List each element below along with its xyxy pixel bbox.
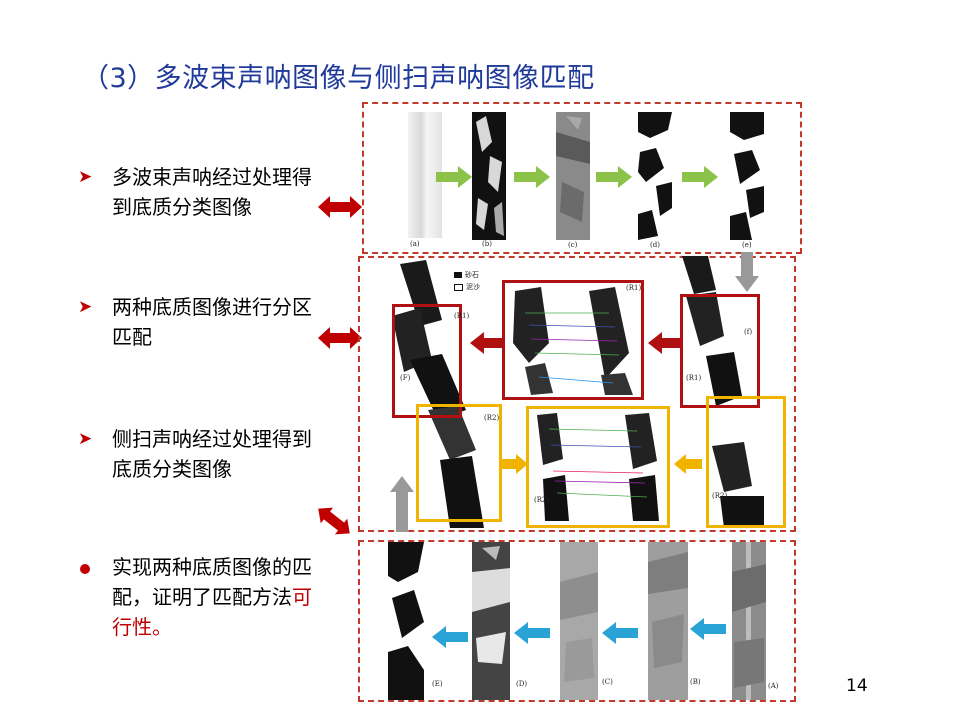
double-arrow-icon bbox=[318, 507, 350, 535]
dot-bullet-icon bbox=[80, 564, 90, 574]
legend-label-silt: 泥沙 bbox=[466, 283, 480, 291]
blue-arrow-icon bbox=[432, 626, 468, 648]
bullet-4-line3: 行性。 bbox=[112, 615, 172, 639]
label-B: (B) bbox=[690, 678, 701, 686]
slide-title: （3）多波束声呐图像与侧扫声呐图像匹配 bbox=[82, 63, 595, 94]
multibeam-image-c bbox=[556, 112, 590, 240]
label-r1-right: (R1) bbox=[686, 374, 702, 382]
blue-arrow-icon bbox=[602, 622, 638, 644]
multibeam-image-b bbox=[472, 112, 506, 240]
label-r2-center: (R2) bbox=[534, 496, 550, 504]
gray-arrow-down-icon bbox=[735, 252, 759, 292]
region-r1-match bbox=[502, 280, 644, 400]
legend-item-gravel: 砂石 bbox=[454, 270, 480, 280]
region-r2-match bbox=[526, 406, 670, 528]
arrow-bullet-icon: ➤ bbox=[78, 429, 93, 449]
region-r1-left bbox=[392, 304, 462, 418]
bullet-2-line2: 匹配 bbox=[112, 325, 152, 349]
bullet-1-line1: 多波束声呐经过处理得 bbox=[112, 165, 312, 189]
region-r2-right bbox=[706, 396, 786, 528]
red-arrow-left-icon bbox=[648, 332, 680, 354]
green-arrow-icon bbox=[436, 166, 472, 188]
label-D: (D) bbox=[516, 680, 528, 688]
bullet-3-line2: 底质分类图像 bbox=[112, 457, 232, 481]
gold-arrow-left-icon bbox=[674, 454, 702, 474]
double-arrow-icon bbox=[318, 196, 362, 218]
sidescan-image-e bbox=[388, 542, 424, 700]
arrow-bullet-icon: ➤ bbox=[78, 297, 93, 317]
bullet-2-line1: 两种底质图像进行分区 bbox=[112, 295, 312, 319]
label-C: (C) bbox=[602, 678, 613, 686]
label-c: (c) bbox=[568, 241, 578, 249]
bullet-3-line1: 侧扫声呐经过处理得到 bbox=[112, 427, 312, 451]
r1-match-image bbox=[513, 287, 633, 395]
gold-arrow-right-icon bbox=[500, 454, 528, 474]
label-d: (d) bbox=[650, 241, 660, 249]
legend-label-gravel: 砂石 bbox=[465, 271, 479, 279]
sidescan-image-d bbox=[472, 542, 510, 700]
label-A: (A) bbox=[768, 682, 779, 690]
label-f: (F) bbox=[400, 374, 411, 382]
arrow-bullet-icon: ➤ bbox=[78, 167, 93, 187]
label-r1-center: (R1) bbox=[626, 284, 642, 292]
bullet-1-line2: 到底质分类图像 bbox=[112, 195, 252, 219]
label-r2-right: (R2) bbox=[712, 492, 728, 500]
label-f-right: (f) bbox=[744, 328, 753, 336]
right-seabed-image bbox=[682, 256, 764, 528]
page-number: 14 bbox=[846, 676, 868, 696]
sidescan-image-c bbox=[560, 542, 598, 700]
bullet-4-line2-text: 配，证明了匹配方法 bbox=[112, 585, 292, 609]
green-arrow-icon bbox=[596, 166, 632, 188]
blue-arrow-icon bbox=[514, 622, 550, 644]
legend-swatch-light bbox=[454, 283, 463, 291]
label-a: (a) bbox=[410, 240, 420, 248]
label-e: (e) bbox=[742, 241, 752, 249]
r2-match-image bbox=[537, 413, 659, 521]
gray-arrow-up-icon bbox=[390, 476, 414, 532]
region-r1-right bbox=[680, 294, 760, 408]
green-arrow-icon bbox=[682, 166, 718, 188]
bullet-4-line1: 实现两种底质图像的匹 bbox=[112, 555, 312, 579]
multibeam-panel: (a) (b) (c) (d) (e) bbox=[362, 102, 802, 254]
multibeam-image-d bbox=[638, 112, 672, 240]
bullet-4-line2-highlight: 可 bbox=[292, 585, 312, 609]
double-arrow-icon bbox=[318, 327, 362, 349]
matching-panel: 砂石 泥沙 (R1) (F) (R2) (R1) bbox=[358, 256, 796, 532]
legend: 砂石 泥沙 bbox=[454, 270, 480, 292]
bullet-4-line2: 配，证明了匹配方法可 bbox=[112, 582, 352, 612]
label-b: (b) bbox=[482, 240, 492, 248]
label-E: (E) bbox=[432, 680, 443, 688]
label-r1-left: (R1) bbox=[454, 312, 470, 320]
legend-swatch-dark bbox=[454, 272, 462, 278]
sidescan-panel: (E) (D) (C) (B) (A) bbox=[358, 540, 796, 702]
multibeam-image-e bbox=[730, 112, 764, 240]
label-r2-left: (R2) bbox=[484, 414, 500, 422]
legend-item-silt: 泥沙 bbox=[454, 282, 480, 292]
green-arrow-icon bbox=[514, 166, 550, 188]
blue-arrow-icon bbox=[690, 618, 726, 640]
red-arrow-left-icon bbox=[470, 332, 502, 354]
sidescan-image-b bbox=[648, 542, 688, 700]
left-seabed-image bbox=[392, 260, 484, 528]
sidescan-image-a bbox=[732, 542, 766, 700]
